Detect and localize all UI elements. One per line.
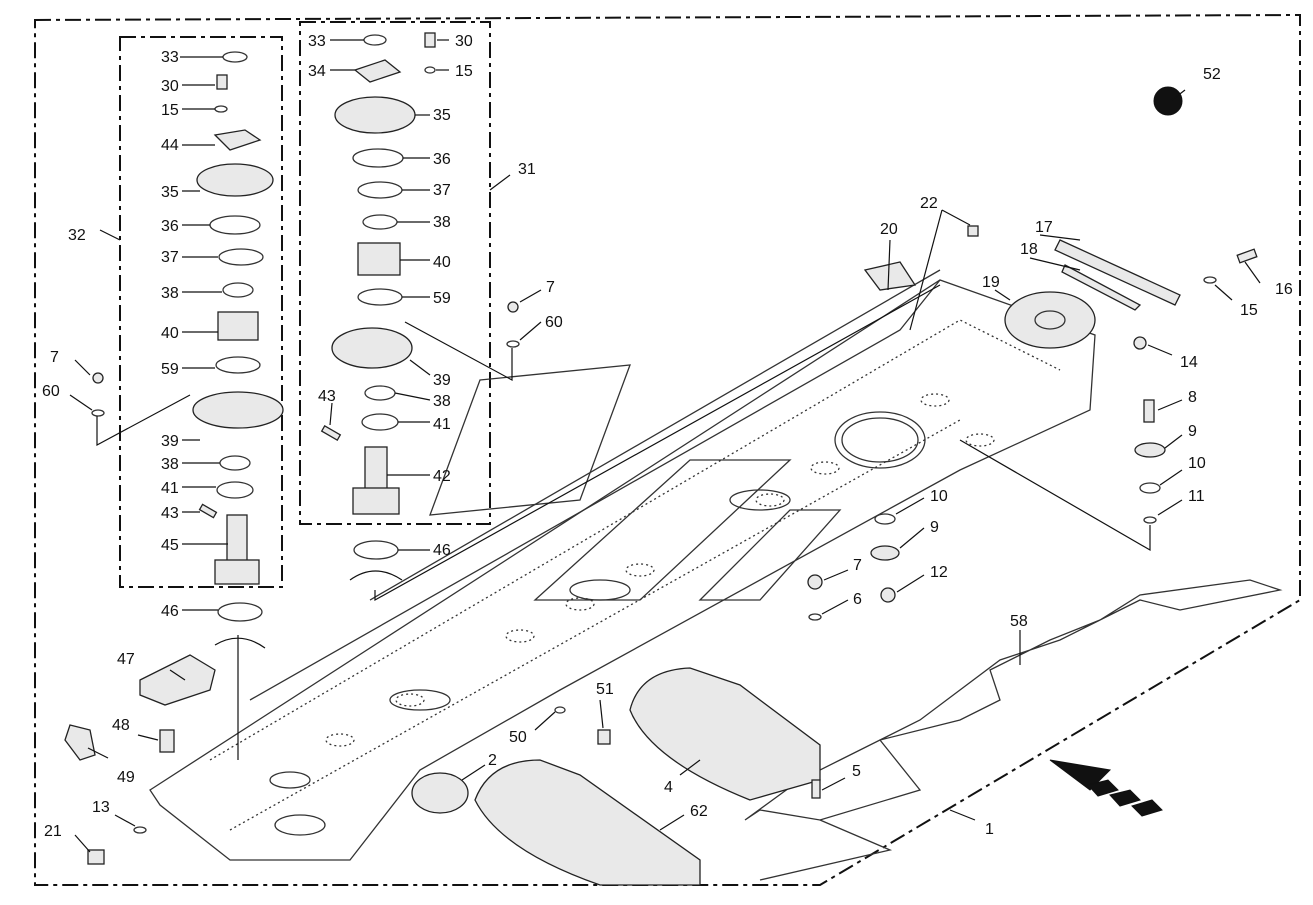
callout-40: 40 <box>433 254 451 271</box>
dark-dot-52 <box>1153 86 1183 116</box>
callout-36: 36 <box>433 151 451 168</box>
group-box-31 <box>299 21 491 525</box>
callout-31: 31 <box>518 161 536 178</box>
callout-60: 60 <box>42 383 60 400</box>
callout-60: 60 <box>545 314 563 331</box>
callout-32: 32 <box>68 227 86 244</box>
callout-18: 18 <box>1020 241 1038 258</box>
leader-lines <box>69 39 1261 853</box>
callout-30: 30 <box>161 78 179 95</box>
callout-45: 45 <box>161 537 179 554</box>
shield-62 <box>474 759 701 886</box>
callout-52: 52 <box>1203 66 1221 83</box>
callout-51: 51 <box>596 681 614 698</box>
callout-13: 13 <box>92 799 110 816</box>
callout-37: 37 <box>161 249 179 266</box>
skid-plate <box>744 579 1283 821</box>
callout-46: 46 <box>433 542 451 559</box>
callout-14: 14 <box>1180 354 1198 371</box>
callout-59: 59 <box>161 361 179 378</box>
callout-46: 46 <box>161 603 179 620</box>
callout-42: 42 <box>433 468 451 485</box>
callout-7: 7 <box>50 349 59 366</box>
callout-38: 38 <box>161 285 179 302</box>
callout-8: 8 <box>1188 389 1197 406</box>
callout-33: 33 <box>161 49 179 66</box>
left-stack-parts <box>192 51 284 649</box>
callout-4: 4 <box>664 779 673 796</box>
callout-48: 48 <box>112 717 130 734</box>
callout-34: 34 <box>308 63 326 80</box>
callout-62: 62 <box>690 803 708 820</box>
callout-37: 37 <box>433 182 451 199</box>
group-box-32 <box>119 36 283 588</box>
callout-39: 39 <box>433 372 451 389</box>
callout-47: 47 <box>117 651 135 668</box>
callout-38: 38 <box>161 456 179 473</box>
callout-50: 50 <box>509 729 527 746</box>
callout-59: 59 <box>433 290 451 307</box>
callout-labels: 33 30 15 44 35 36 37 38 40 59 39 38 41 4… <box>42 33 1293 840</box>
callout-58: 58 <box>1010 613 1028 630</box>
cutter-bar <box>149 269 1096 861</box>
callout-38: 38 <box>433 214 451 231</box>
callout-17: 17 <box>1035 219 1053 236</box>
callout-15: 15 <box>455 63 473 80</box>
callout-33: 33 <box>308 33 326 50</box>
right-stack-parts <box>320 32 436 581</box>
outer-assembly-boundary <box>34 13 1301 886</box>
callout-35: 35 <box>433 107 451 124</box>
callout-44: 44 <box>161 137 179 154</box>
callout-7: 7 <box>546 279 555 296</box>
callout-19: 19 <box>982 274 1000 291</box>
callout-5: 5 <box>852 763 861 780</box>
callout-1: 1 <box>985 821 994 838</box>
shield-4 <box>629 667 821 801</box>
callout-35: 35 <box>161 184 179 201</box>
callout-2: 2 <box>488 752 497 769</box>
callout-43: 43 <box>161 505 179 522</box>
callout-41: 41 <box>161 480 179 497</box>
callout-11: 11 <box>1188 488 1205 505</box>
callout-15: 15 <box>161 102 179 119</box>
callout-15: 15 <box>1240 302 1258 319</box>
callout-6: 6 <box>853 591 862 608</box>
callout-10: 10 <box>930 488 948 505</box>
callout-12: 12 <box>930 564 948 581</box>
callout-40: 40 <box>161 325 179 342</box>
misc-parts <box>64 225 1258 865</box>
skid-edge <box>759 819 893 881</box>
callout-10: 10 <box>1188 455 1206 472</box>
callout-9: 9 <box>930 519 939 536</box>
callout-30: 30 <box>455 33 473 50</box>
callout-9: 9 <box>1188 423 1197 440</box>
callout-36: 36 <box>161 218 179 235</box>
callout-49: 49 <box>117 769 135 786</box>
callout-21: 21 <box>44 823 62 840</box>
callout-7: 7 <box>853 557 862 574</box>
callout-22: 22 <box>920 195 938 212</box>
callout-16: 16 <box>1275 281 1293 298</box>
callout-43: 43 <box>318 388 336 405</box>
callout-39: 39 <box>161 433 179 450</box>
direction-arrow-icon <box>1049 759 1163 817</box>
callout-41: 41 <box>433 416 451 433</box>
callout-20: 20 <box>880 221 898 238</box>
callout-38: 38 <box>433 393 451 410</box>
